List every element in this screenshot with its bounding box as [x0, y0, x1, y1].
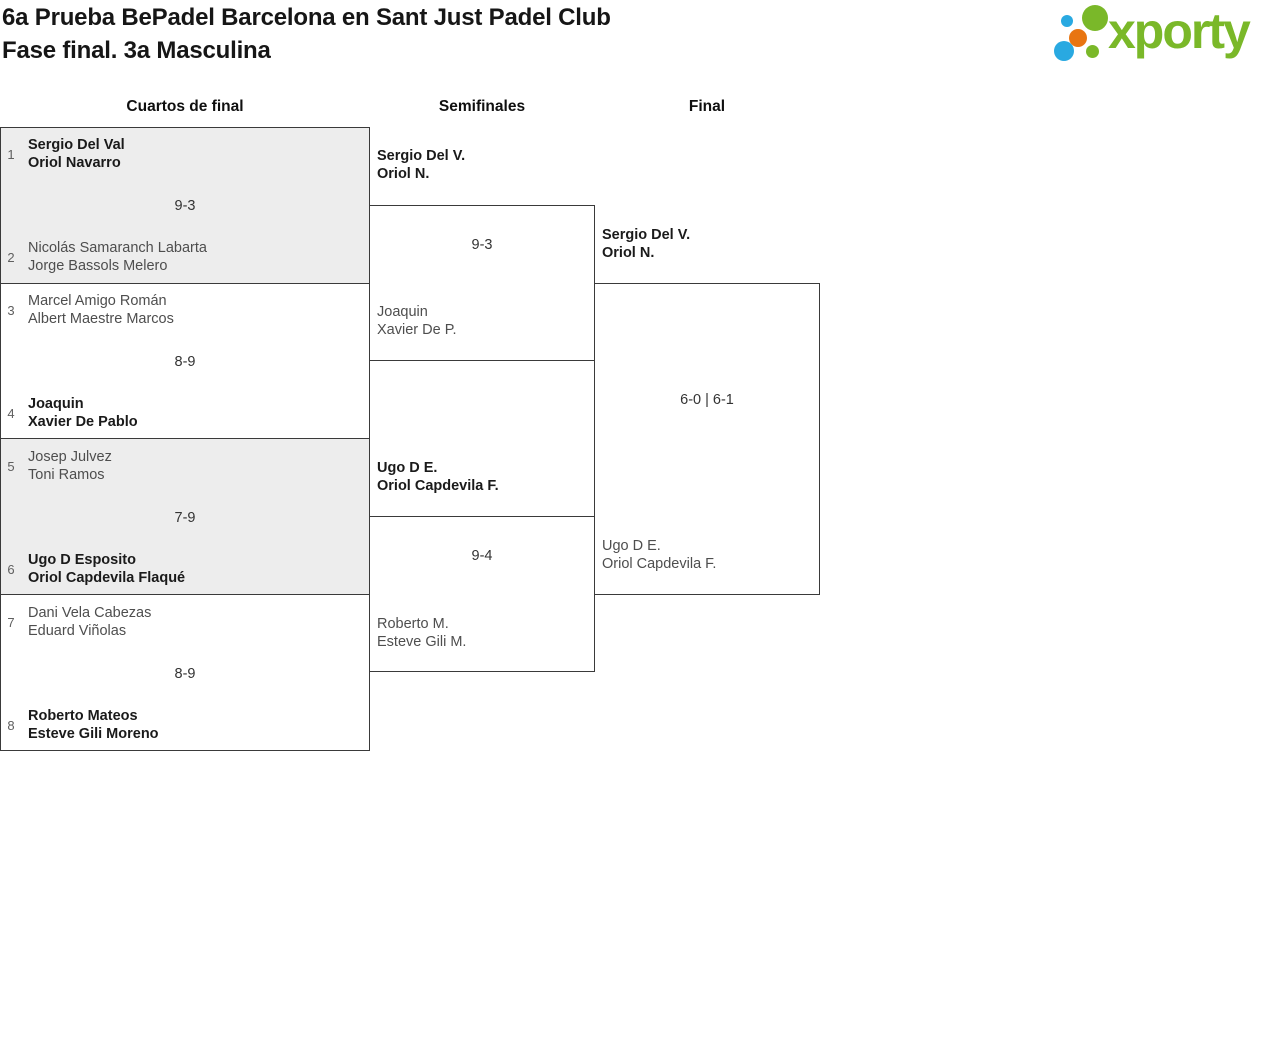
player-name: Toni Ramos: [28, 467, 105, 483]
logo-dot-icon: [1069, 29, 1087, 47]
player-name: Marcel Amigo Román: [28, 293, 167, 309]
player-name: Ugo D E.: [602, 538, 661, 554]
final-losing-team: Ugo D E. Oriol Capdevila F.: [602, 537, 716, 573]
logo-dot-icon: [1086, 45, 1099, 58]
player-name: Joaquin: [377, 304, 428, 320]
player-name: Xavier De Pablo: [28, 414, 138, 430]
player-name: Roberto M.: [377, 616, 449, 632]
seed-number: 5: [7, 458, 15, 474]
player-name: Dani Vela Cabezas: [28, 605, 152, 621]
seed-number: 8: [7, 717, 15, 733]
round-header-cuartos: Cuartos de final: [126, 98, 244, 115]
sf1-score: 9-3: [471, 237, 493, 253]
qf4-team-top: 7 Dani Vela Cabezas Eduard Viñolas: [2, 604, 368, 640]
player-name: Oriol Capdevila Flaqué: [28, 570, 186, 586]
qf-match-4-box: [0, 594, 370, 751]
logo-dot-icon: [1054, 41, 1074, 61]
sf2-score: 9-4: [471, 548, 493, 564]
sf1-advancing-team: Sergio Del V. Oriol N.: [377, 147, 465, 183]
qf1-team-bottom: 2 Nicolás Samaranch Labarta Jorge Bassol…: [2, 239, 368, 275]
qf4-score: 8-9: [174, 666, 196, 682]
player-name: Nicolás Samaranch Labarta: [28, 240, 207, 256]
qf3-team-bottom: 6 Ugo D Esposito Oriol Capdevila Flaqué: [2, 551, 368, 587]
seed-number: 4: [7, 405, 15, 421]
qf2-team-top: 3 Marcel Amigo Román Albert Maestre Marc…: [2, 292, 368, 328]
player-name: Roberto Mateos: [28, 708, 138, 724]
seed-number: 3: [7, 302, 15, 318]
qf1-team-top: 1 Sergio Del Val Oriol Navarro: [2, 136, 368, 172]
player-name: Ugo D E.: [377, 460, 438, 476]
final-match-box: [594, 283, 820, 595]
player-name: Eduard Viñolas: [28, 623, 127, 639]
tournament-title-line1: 6a Prueba BePadel Barcelona en Sant Just…: [2, 4, 611, 31]
sf2-losing-team: Roberto M. Esteve Gili M.: [377, 615, 466, 651]
qf3-team-top: 5 Josep Julvez Toni Ramos: [2, 448, 368, 484]
player-name: Sergio Del Val: [28, 137, 125, 153]
qf1-score: 9-3: [174, 198, 196, 214]
seed-number: 2: [7, 249, 15, 265]
final-winning-team: Sergio Del V. Oriol N.: [602, 226, 690, 262]
xporty-logo[interactable]: xporty: [1050, 0, 1275, 72]
player-name: Sergio Del V.: [602, 227, 691, 243]
player-name: Jorge Bassols Melero: [28, 258, 168, 274]
player-name: Oriol N.: [602, 245, 655, 261]
logo-dot-icon: [1082, 5, 1108, 31]
sf2-advancing-team: Ugo D E. Oriol Capdevila F.: [377, 459, 499, 495]
player-name: Oriol Navarro: [28, 155, 121, 171]
tournament-title: 6a Prueba BePadel Barcelona en Sant Just…: [2, 1, 611, 67]
player-name: Oriol N.: [377, 166, 430, 182]
seed-number: 7: [7, 614, 15, 630]
qf2-team-bottom: 4 Joaquin Xavier De Pablo: [2, 395, 368, 431]
qf3-score: 7-9: [174, 510, 196, 526]
qf2-score: 8-9: [174, 354, 196, 370]
round-header-semifinales: Semifinales: [438, 98, 526, 115]
seed-number: 6: [7, 561, 15, 577]
player-name: Xavier De P.: [377, 322, 457, 338]
player-name: Oriol Capdevila F.: [377, 478, 499, 494]
seed-number: 1: [7, 146, 15, 162]
player-name: Albert Maestre Marcos: [28, 311, 174, 327]
sf1-losing-team: Joaquin Xavier De P.: [377, 303, 457, 339]
player-name: Esteve Gili Moreno: [28, 726, 159, 742]
logo-wordmark: xporty: [1108, 3, 1251, 59]
final-score: 6-0 | 6-1: [680, 392, 734, 408]
player-name: Josep Julvez: [28, 449, 112, 465]
tournament-title-line2: Fase final. 3a Masculina: [2, 37, 271, 64]
player-name: Joaquin: [28, 396, 84, 412]
player-name: Oriol Capdevila F.: [602, 556, 717, 572]
round-header-final: Final: [688, 98, 726, 115]
player-name: Sergio Del V.: [377, 148, 466, 164]
logo-dot-icon: [1061, 15, 1073, 27]
player-name: Esteve Gili M.: [377, 634, 467, 650]
player-name: Ugo D Esposito: [28, 552, 136, 568]
qf4-team-bottom: 8 Roberto Mateos Esteve Gili Moreno: [2, 707, 368, 743]
